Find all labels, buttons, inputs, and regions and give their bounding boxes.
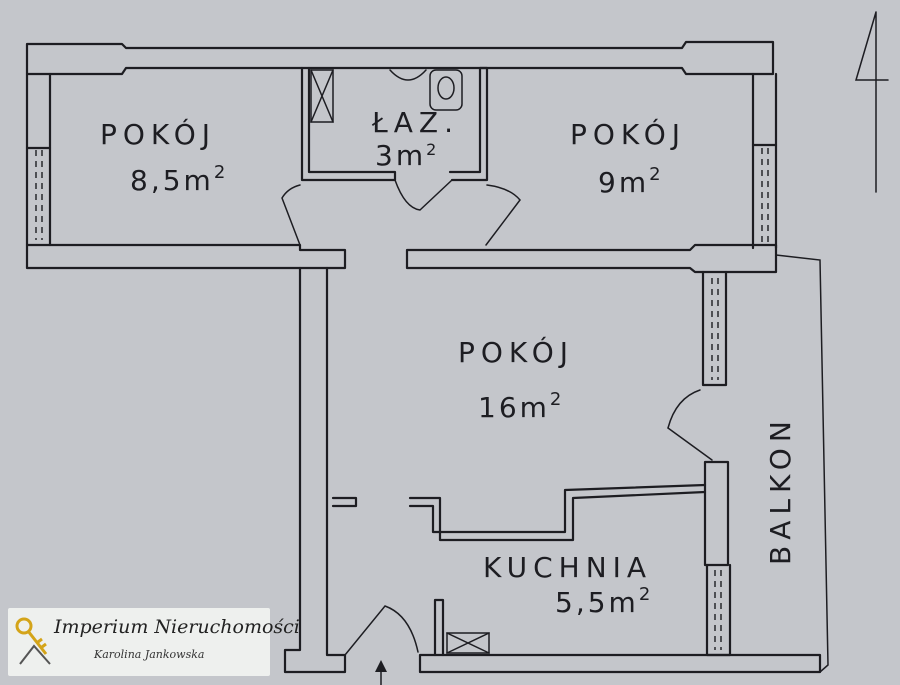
balcony-label: BALKON (764, 415, 797, 565)
room-3-name: POKÓJ (570, 117, 686, 151)
room-1-area: 8,5m2 (130, 162, 228, 197)
bathroom-walls (300, 66, 489, 182)
middle-wall (25, 243, 778, 274)
room-5-name: KUCHNIA (483, 551, 652, 584)
top-wall (25, 40, 775, 76)
room-3-area: 9m2 (598, 164, 664, 199)
room-1-name: POKÓJ (100, 117, 216, 151)
left-wall-top (25, 72, 52, 247)
balcony-outline (775, 254, 829, 673)
kitchen-counter (408, 483, 707, 542)
north-arrow-icon (854, 11, 889, 193)
room-2-name: ŁAZ. (371, 106, 459, 139)
door-swings (281, 179, 521, 246)
room-2-area: 3m2 (375, 139, 439, 172)
room-5-area: 5,5m2 (555, 584, 653, 619)
agency-logo: Imperium Nieruchomości Karolina Jankowsk… (8, 608, 300, 676)
entrance-arrow-icon (375, 660, 387, 685)
key-house-logo-icon (15, 617, 51, 665)
right-wall-top (751, 72, 778, 250)
room-4-name: POKÓJ (458, 335, 574, 369)
corridor-wall (283, 266, 358, 674)
agency-owner-name: Karolina Jankowska (94, 648, 205, 661)
room-4-area: 16m2 (478, 389, 564, 424)
agency-brand-name: Imperium Nieruchomości (54, 616, 300, 638)
right-wall-lower (667, 270, 732, 657)
